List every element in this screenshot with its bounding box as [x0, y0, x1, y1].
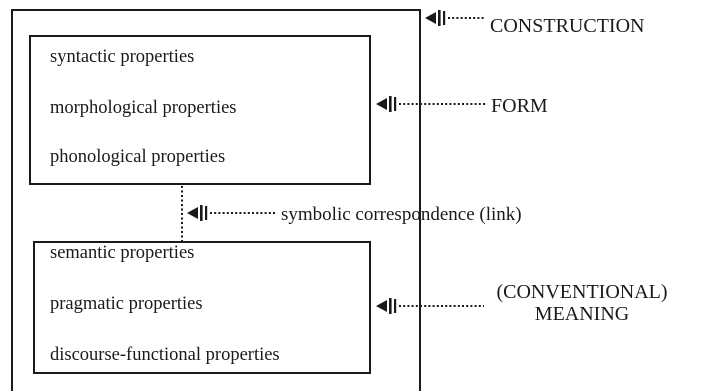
construction-arrow — [425, 10, 484, 26]
pragmatic-properties-label: pragmatic properties — [50, 294, 203, 314]
link-arrow — [187, 205, 276, 221]
form-arrow — [376, 96, 486, 112]
conventional-meaning-line2: MEANING — [534, 302, 630, 325]
meaning-arrow — [376, 298, 484, 314]
morphological-properties-label: morphological properties — [50, 98, 237, 118]
conventional-meaning-label: (CONVENTIONAL) MEANING — [476, 281, 688, 325]
meaning-box — [33, 241, 371, 374]
semantic-properties-label: semantic properties — [50, 243, 195, 263]
construction-outer-box — [11, 9, 421, 391]
form-box — [29, 35, 371, 185]
symbolic-correspondence-label: symbolic correspondence (link) — [281, 204, 522, 225]
conventional-meaning-line1: (CONVENTIONAL) — [496, 281, 668, 303]
form-label: FORM — [491, 95, 548, 117]
phonological-properties-label: phonological properties — [50, 147, 226, 167]
syntactic-properties-label: syntactic properties — [50, 47, 195, 67]
discourse-functional-properties-label: discourse-functional properties — [50, 345, 280, 365]
construction-label: CONSTRUCTION — [490, 15, 645, 37]
